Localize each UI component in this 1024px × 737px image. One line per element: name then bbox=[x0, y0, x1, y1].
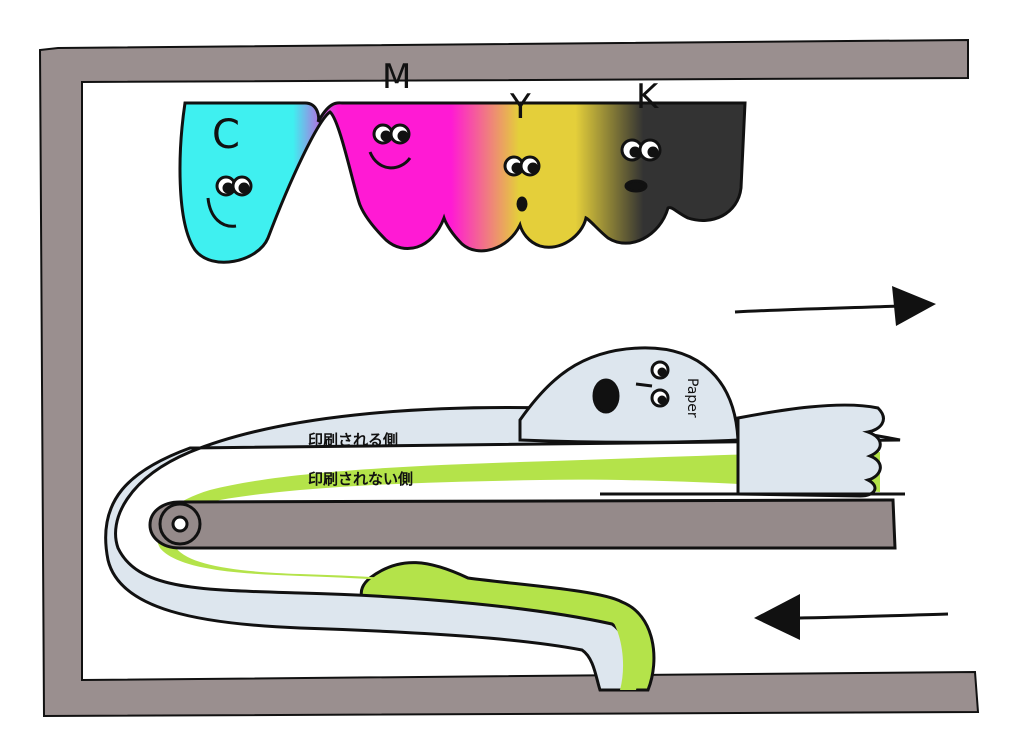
ink-letter-y: Y bbox=[509, 87, 531, 127]
ink-letter-k: K bbox=[636, 77, 660, 117]
paper-character-label: Paper bbox=[684, 378, 700, 418]
ink-letter-c: C bbox=[212, 112, 240, 158]
roller bbox=[148, 498, 897, 550]
yellow-ink-face bbox=[503, 155, 541, 212]
paper-head bbox=[518, 346, 740, 444]
magenta-ink-face bbox=[368, 123, 412, 170]
paper-body bbox=[104, 406, 901, 692]
roller-axle-center bbox=[171, 515, 189, 533]
paper-hand bbox=[736, 403, 885, 498]
ink-letter-m: M bbox=[382, 57, 411, 97]
cyan-ink-face bbox=[206, 175, 253, 228]
arrow-left bbox=[754, 594, 949, 640]
unprinted-side-label: 印刷されない側 bbox=[308, 470, 413, 488]
paper-face bbox=[592, 360, 670, 414]
black-ink-face bbox=[620, 138, 662, 193]
ink-blobs bbox=[178, 101, 747, 264]
printed-side-label: 印刷される側 bbox=[308, 431, 398, 449]
arrow-right bbox=[734, 286, 936, 326]
printer-frame bbox=[38, 38, 980, 718]
